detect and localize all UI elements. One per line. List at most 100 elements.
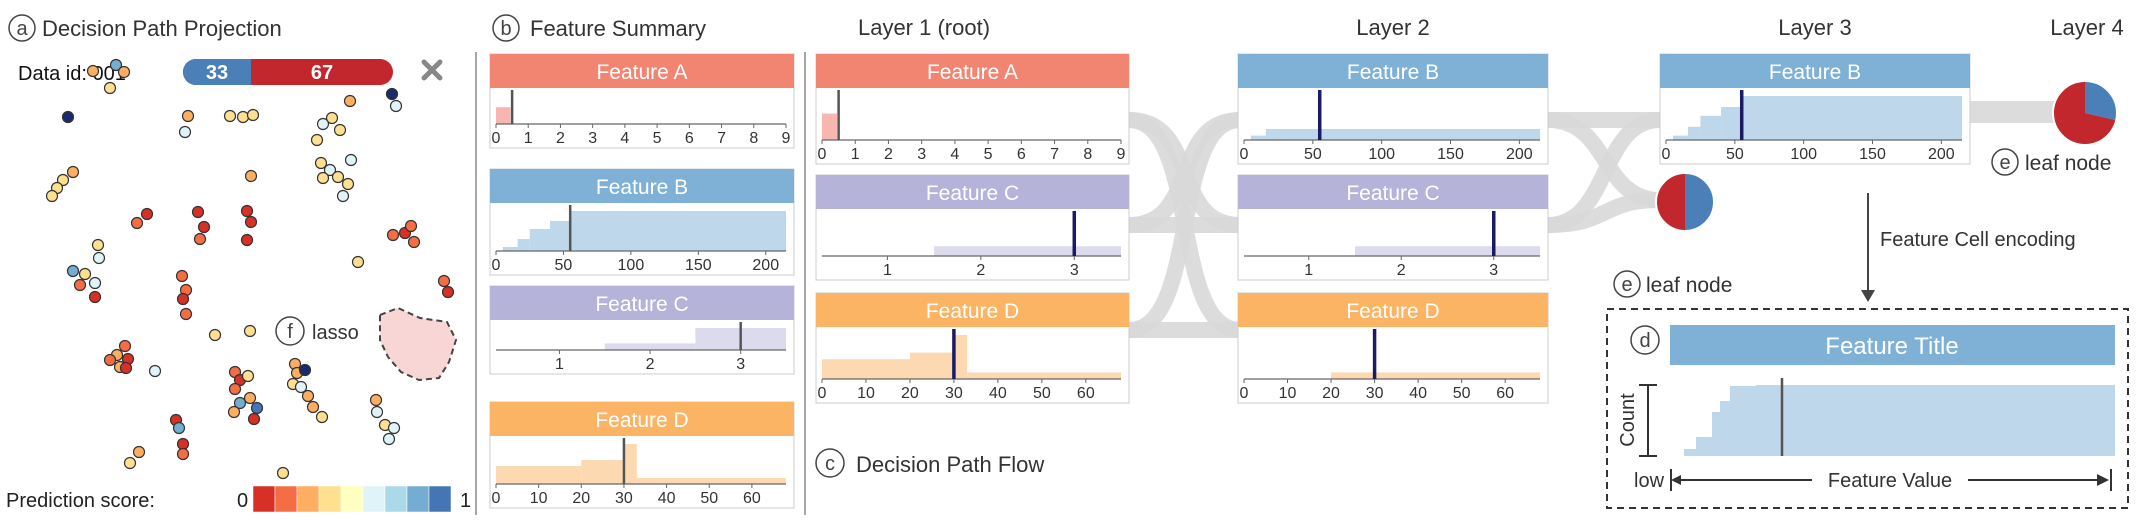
data-point[interactable] [246, 108, 260, 122]
data-point[interactable] [437, 274, 451, 288]
data-point[interactable] [191, 205, 205, 219]
close-icon[interactable] [421, 59, 443, 81]
data-point[interactable] [228, 382, 242, 396]
data-point[interactable] [86, 64, 100, 78]
data-point[interactable] [109, 58, 123, 72]
data-point[interactable] [140, 207, 154, 221]
data-point[interactable] [240, 204, 254, 218]
data-point[interactable] [119, 361, 133, 375]
data-point[interactable] [56, 173, 70, 187]
data-point[interactable] [325, 111, 339, 125]
histogram-bar [934, 246, 1121, 256]
data-point[interactable] [236, 110, 250, 124]
data-point[interactable] [176, 447, 190, 461]
data-point[interactable] [294, 380, 308, 394]
leaf-node-layer-2[interactable] [1655, 172, 1715, 232]
data-point[interactable] [176, 292, 190, 306]
data-point[interactable] [389, 99, 403, 113]
data-point[interactable] [193, 232, 207, 246]
data-point[interactable] [197, 220, 211, 234]
data-point[interactable] [407, 235, 421, 249]
histogram-bar [502, 247, 518, 251]
data-point[interactable] [385, 87, 399, 101]
data-point[interactable] [298, 363, 312, 377]
data-point[interactable] [343, 94, 357, 108]
data-point[interactable] [323, 163, 337, 177]
data-point[interactable] [247, 412, 261, 426]
leaf-node-layer-4[interactable] [2052, 80, 2118, 146]
data-point[interactable] [223, 109, 237, 123]
data-point[interactable] [387, 421, 401, 435]
data-point[interactable] [243, 324, 257, 338]
data-point[interactable] [244, 215, 258, 229]
data-point[interactable] [179, 307, 193, 321]
data-point[interactable] [88, 276, 102, 290]
data-point[interactable] [336, 189, 350, 203]
data-point[interactable] [132, 445, 146, 459]
data-point[interactable] [314, 156, 328, 170]
data-point[interactable] [250, 401, 264, 415]
data-point[interactable] [404, 219, 418, 233]
data-point[interactable] [344, 153, 358, 167]
feature-value-arrow-left [1671, 475, 1681, 485]
data-point[interactable] [382, 432, 396, 446]
data-point[interactable] [316, 171, 330, 185]
data-point[interactable] [73, 278, 87, 292]
data-point[interactable] [176, 437, 190, 451]
data-point[interactable] [315, 410, 329, 424]
data-point[interactable] [370, 405, 384, 419]
data-point[interactable] [123, 456, 137, 470]
data-point[interactable] [181, 109, 195, 123]
data-point[interactable] [175, 269, 189, 283]
tick-label: 4 [950, 146, 959, 163]
data-point[interactable] [148, 364, 162, 378]
data-point[interactable] [316, 117, 330, 131]
data-point[interactable] [244, 169, 258, 183]
data-point[interactable] [117, 65, 131, 79]
data-point[interactable] [243, 391, 257, 405]
data-point[interactable] [103, 353, 117, 367]
data-point[interactable] [227, 405, 241, 419]
data-point[interactable] [88, 290, 102, 304]
data-point[interactable] [341, 177, 355, 191]
data-point[interactable] [306, 400, 320, 414]
data-point[interactable] [103, 81, 117, 95]
data-point[interactable] [130, 216, 144, 230]
data-point[interactable] [61, 110, 75, 124]
data-point[interactable] [310, 133, 324, 147]
data-point[interactable] [66, 264, 80, 278]
data-point[interactable] [233, 396, 247, 410]
data-point[interactable] [386, 228, 400, 242]
data-point[interactable] [66, 165, 80, 179]
data-point[interactable] [240, 233, 254, 247]
data-point[interactable] [78, 267, 92, 281]
data-point[interactable] [92, 251, 106, 265]
data-point[interactable] [331, 170, 345, 184]
data-point[interactable] [208, 328, 222, 342]
data-point[interactable] [351, 255, 365, 269]
data-point[interactable] [333, 123, 347, 137]
lasso-region[interactable] [379, 306, 458, 382]
data-point[interactable] [241, 369, 255, 383]
data-point[interactable] [441, 285, 455, 299]
data-point[interactable] [172, 421, 186, 435]
cell-header [490, 54, 794, 88]
data-point[interactable] [369, 393, 383, 407]
data-point[interactable] [301, 389, 315, 403]
data-point[interactable] [45, 189, 59, 203]
data-point[interactable] [118, 339, 132, 353]
data-point[interactable] [91, 238, 105, 252]
data-point[interactable] [178, 125, 192, 139]
data-point[interactable] [276, 466, 290, 480]
